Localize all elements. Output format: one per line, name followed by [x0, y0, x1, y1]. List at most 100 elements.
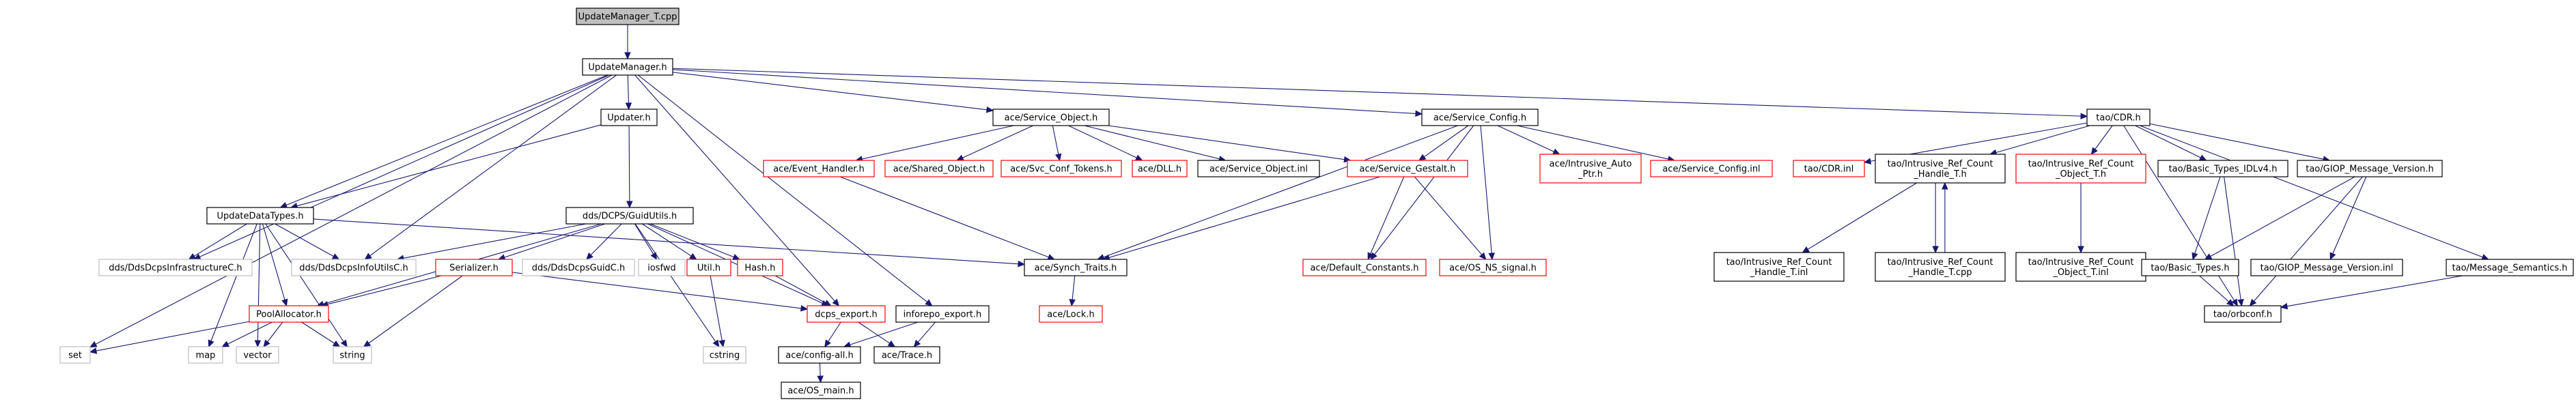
node-box: [1421, 109, 1539, 126]
edge-msgsem-to-orbconf: [2280, 275, 2463, 310]
node-osmain[interactable]: ace/OS_main.h: [781, 382, 861, 399]
node-dll[interactable]: ace/DLL.h: [1132, 160, 1188, 177]
node-udt[interactable]: UpdateDataTypes.h: [206, 207, 314, 225]
edge-gestalt-to-defconst: [1367, 176, 1405, 261]
node-label: _Handle_T.cpp: [1907, 268, 1972, 278]
node-label: tao/Intrusive_Ref_Count: [2028, 257, 2134, 268]
node-label: tao/Intrusive_Ref_Count: [1888, 257, 1993, 268]
node-box: [2157, 160, 2288, 177]
node-um[interactable]: UpdateManager.h: [582, 58, 673, 76]
node-box: [1132, 160, 1188, 177]
node-string[interactable]: string: [333, 346, 372, 364]
edge-irc-to-irccpp: [1932, 183, 1939, 254]
node-svcconfinl[interactable]: ace/Service_Config.inl: [1650, 160, 1773, 177]
node-orbconf[interactable]: tao/orbconf.h: [2204, 305, 2282, 323]
node-poolalloc[interactable]: PoolAllocator.h: [249, 305, 329, 323]
node-svcobj[interactable]: ace/Service_Object.h: [992, 109, 1110, 126]
node-svcobjinl[interactable]: ace/Service_Object.inl: [1197, 160, 1320, 177]
node-label: vector: [243, 351, 272, 361]
edge-um-to-udt: [279, 74, 608, 208]
node-label: Util.h: [697, 263, 720, 274]
node-label: ace/Service_Config.h: [1433, 113, 1526, 124]
node-box: [2446, 259, 2574, 276]
node-label: ace/Service_Object.h: [1005, 113, 1098, 124]
node-hashh[interactable]: Hash.h: [737, 259, 783, 276]
node-ircobjinl[interactable]: tao/Intrusive_Ref_Count_Object_T.inl: [2015, 252, 2146, 282]
node-locka[interactable]: ace/Lock.h: [1039, 305, 1103, 323]
edge-evh-to-synch: [839, 176, 1056, 261]
node-msgsem[interactable]: tao/Message_Semantics.h: [2446, 259, 2574, 276]
node-utilh[interactable]: Util.h: [686, 259, 731, 276]
node-box: [1302, 259, 1427, 276]
node-label: ace/Service_Config.inl: [1662, 164, 1760, 175]
node-basictypes[interactable]: tao/Basic_Types.h: [2141, 259, 2239, 276]
node-evh[interactable]: ace/Event_Handler.h: [763, 160, 875, 177]
node-root[interactable]: UpdateManager_T.cpp: [576, 8, 680, 25]
node-serializer[interactable]: Serializer.h: [435, 259, 513, 276]
node-box: [873, 346, 940, 364]
node-svctok[interactable]: ace/Svc_Conf_Tokens.h: [1000, 160, 1122, 177]
node-giopverinl[interactable]: tao/GIOP_Message_Version.inl: [2250, 259, 2403, 276]
node-set[interactable]: set: [59, 346, 91, 364]
node-label: string: [339, 351, 365, 361]
node-iosfwd[interactable]: iosfwd: [638, 259, 686, 276]
node-label: Updater.h: [607, 113, 651, 124]
node-box: [236, 346, 279, 364]
node-cdrinl[interactable]: tao/CDR.inl: [1793, 160, 1865, 177]
edge-svcconf-to-synch: [1097, 125, 1458, 261]
node-box: [1875, 154, 2006, 184]
node-cstring[interactable]: cstring: [703, 346, 746, 364]
node-nssignal[interactable]: ace/OS_NS_signal.h: [1439, 259, 1547, 276]
node-updater[interactable]: Updater.h: [600, 109, 658, 126]
node-label: dds/DdsDcpsGuidC.h: [532, 263, 626, 274]
node-label: _Handle_T.h: [1913, 169, 1967, 180]
node-trace[interactable]: ace/Trace.h: [873, 346, 940, 364]
node-configall[interactable]: ace/config-all.h: [778, 346, 861, 364]
node-giopver[interactable]: tao/GIOP_Message_Version.h: [2297, 160, 2443, 177]
node-cdrh[interactable]: tao/CDR.h: [2086, 109, 2151, 126]
edge-gestalt-to-synch: [1102, 176, 1380, 261]
node-label: tao/Intrusive_Ref_Count: [1888, 159, 1993, 169]
node-box: [1439, 259, 1547, 276]
node-label: ace/Intrusive_Auto: [1549, 159, 1632, 169]
edge-guidutils-to-utilh: [642, 223, 697, 260]
node-infra[interactable]: dds/DdsDcpsInfrastructureC.h: [98, 259, 253, 276]
node-label: UpdateDataTypes.h: [216, 212, 303, 222]
node-inforepo[interactable]: inforepo_export.h: [895, 305, 990, 323]
node-irc[interactable]: tao/Intrusive_Ref_Count_Handle_T.h: [1875, 154, 2006, 184]
node-ircobj[interactable]: tao/Intrusive_Ref_Count_Object_T.h: [2015, 154, 2146, 184]
edge-svcobj-to-shobj: [956, 125, 1033, 161]
node-box: [249, 305, 329, 323]
node-basicidl[interactable]: tao/Basic_Types_IDLv4.h: [2157, 160, 2288, 177]
node-guidc[interactable]: dds/DdsDcpsGuidC.h: [522, 259, 635, 276]
node-ircinl[interactable]: tao/Intrusive_Ref_Count_Handle_T.inl: [1713, 252, 1845, 282]
node-map[interactable]: map: [188, 346, 223, 364]
node-label: cstring: [710, 351, 740, 361]
edge-svcconf-to-intrauto: [1497, 125, 1560, 155]
node-label: ace/OS_main.h: [787, 386, 854, 397]
node-dcpsexport[interactable]: dcps_export.h: [807, 305, 886, 323]
node-synch[interactable]: ace/Synch_Traits.h: [1024, 259, 1128, 276]
edge-poolalloc-to-map: [221, 321, 272, 347]
node-svcconf[interactable]: ace/Service_Config.h: [1421, 109, 1539, 126]
edge-irccpp-to-irc: [1942, 182, 1948, 253]
edge-poolalloc-to-string: [301, 321, 341, 347]
node-box: [686, 259, 731, 276]
node-label: ace/Shared_Object.h: [893, 164, 985, 175]
node-box: [1197, 160, 1320, 177]
edge-gestalt-to-nssignal: [1414, 176, 1487, 260]
node-defconst[interactable]: ace/Default_Constants.h: [1302, 259, 1427, 276]
edge-serializer-to-string: [363, 275, 463, 347]
node-box: [763, 160, 875, 177]
node-irccpp[interactable]: tao/Intrusive_Ref_Count_Handle_T.cpp: [1875, 252, 2006, 282]
node-shobj[interactable]: ace/Shared_Object.h: [884, 160, 994, 177]
node-guidutils[interactable]: dds/DCPS/GuidUtils.h: [565, 207, 694, 225]
node-box: [2015, 252, 2146, 282]
node-intrauto[interactable]: ace/Intrusive_Auto_Ptr.h: [1539, 154, 1642, 184]
node-label: ace/Default_Constants.h: [1310, 263, 1418, 274]
node-infoutils[interactable]: dds/DdsDcpsInfoUtilsC.h: [291, 259, 417, 276]
node-label: ace/Lock.h: [1047, 310, 1095, 320]
node-box: [703, 346, 746, 364]
node-gestalt[interactable]: ace/Service_Gestalt.h: [1347, 160, 1468, 177]
node-vector[interactable]: vector: [236, 346, 279, 364]
